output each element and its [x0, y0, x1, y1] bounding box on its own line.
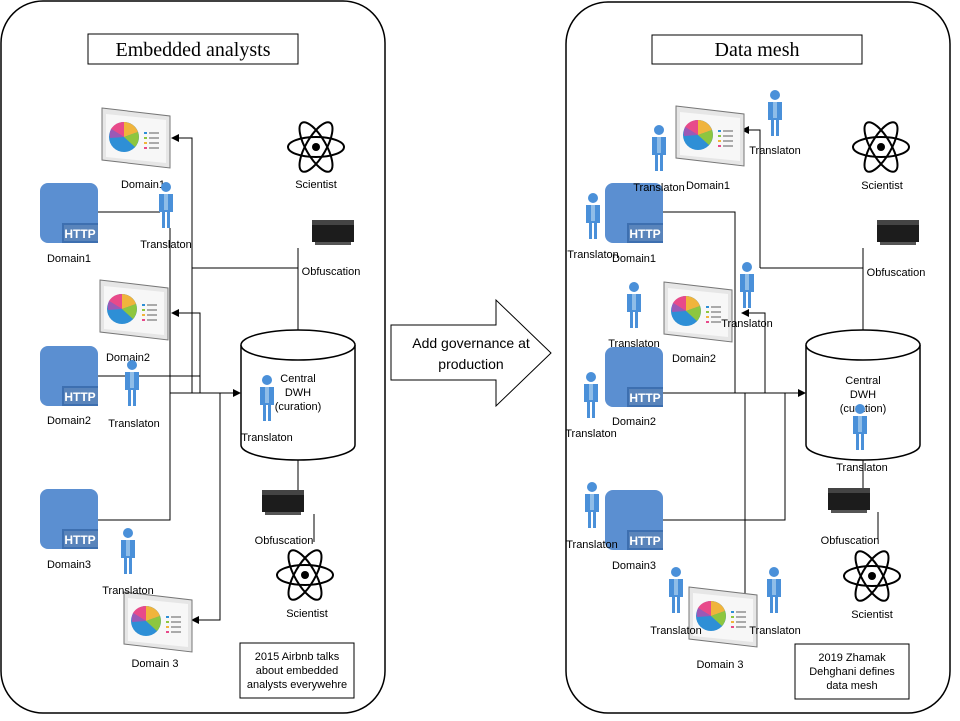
- right-note-line1: 2019 Zhamak: [818, 652, 886, 664]
- transition-label-line1: Add governance at: [412, 335, 530, 351]
- obfuscation-label: Obfuscation: [255, 535, 314, 547]
- obfuscation-box-icon: [828, 488, 870, 513]
- scientist-label: Scientist: [286, 608, 328, 620]
- translator-label: Translaton: [721, 318, 773, 330]
- translator-label: Translaton: [749, 625, 801, 637]
- translator-label: Translaton: [241, 432, 293, 444]
- report1-label: Domain1: [121, 179, 165, 191]
- left-panel: Embedded analysts Central DWH (curation)…: [0, 0, 386, 714]
- translator-label: Translaton: [140, 239, 192, 251]
- translator-label: Translaton: [608, 338, 660, 350]
- translator-label: Translaton: [108, 418, 160, 430]
- translator-label: Translaton: [566, 539, 618, 551]
- right-panel: Data mesh Central DWH (curation) HTTP Do…: [565, 1, 951, 714]
- report1-label: Domain1: [686, 180, 730, 192]
- domain3-label: Domain3: [612, 560, 656, 572]
- translator-label: Translaton: [836, 462, 888, 474]
- obfuscation-box-icon: [262, 490, 304, 515]
- http-domain1-icon: HTTP: [40, 183, 98, 243]
- transition-arrow: Add governance at production: [390, 298, 552, 408]
- report3-label: Domain 3: [131, 658, 178, 670]
- domain1-label: Domain1: [47, 253, 91, 265]
- http-text: HTTP: [64, 533, 95, 547]
- central-dwh: Central DWH (curation): [240, 329, 356, 461]
- http-text: HTTP: [64, 227, 95, 241]
- right-title-box: [651, 34, 863, 65]
- report-domain3-icon: [123, 591, 193, 653]
- http-domain3-icon: HTTP: [605, 490, 663, 550]
- http-domain2-icon: HTTP: [40, 346, 98, 406]
- translator-label: Translaton: [102, 585, 154, 597]
- transition-label-line2: production: [438, 356, 503, 372]
- translator-label: Translaton: [749, 145, 801, 157]
- domain2-label: Domain2: [47, 415, 91, 427]
- domain2-label: Domain2: [612, 416, 656, 428]
- dwh-label-line1: Central: [845, 375, 880, 387]
- right-note-line3: data mesh: [826, 680, 877, 692]
- translator-label: Translaton: [633, 182, 685, 194]
- translator-label: Translaton: [567, 249, 619, 261]
- report-domain2-icon: [99, 279, 169, 341]
- obfuscation-box-icon: [877, 220, 919, 245]
- obfuscation-label: Obfuscation: [867, 267, 926, 279]
- right-note-box: [794, 643, 910, 700]
- dwh-label-line3: (curation): [275, 401, 321, 413]
- http-text: HTTP: [629, 534, 660, 548]
- domain3-label: Domain3: [47, 559, 91, 571]
- dwh-label-line2: DWH: [285, 387, 311, 399]
- dwh-label-line2: DWH: [850, 389, 876, 401]
- domain1-label: Domain1: [612, 253, 656, 265]
- obfuscation-label: Obfuscation: [821, 535, 880, 547]
- report-domain1-icon: [101, 107, 171, 169]
- right-title: Data mesh: [715, 39, 800, 61]
- left-note-box: [239, 642, 355, 699]
- http-text: HTTP: [629, 391, 660, 405]
- scientist-label: Scientist: [861, 180, 903, 192]
- left-note-line1: 2015 Airbnb talks: [255, 651, 340, 663]
- left-note-line2: about embedded: [256, 665, 339, 677]
- left-title-box: [87, 33, 299, 65]
- translator-label: Translaton: [565, 428, 617, 440]
- http-text: HTTP: [629, 227, 660, 241]
- dwh-label-line1: Central: [280, 373, 315, 385]
- central-dwh: Central DWH (curation): [805, 329, 921, 461]
- obfuscation-box-icon: [312, 220, 354, 245]
- obfuscation-label: Obfuscation: [302, 266, 361, 278]
- left-note-line3: analysts everywehre: [247, 679, 347, 691]
- http-domain1-icon: HTTP: [605, 183, 663, 243]
- http-text: HTTP: [64, 390, 95, 404]
- left-title: Embedded analysts: [116, 39, 271, 61]
- right-note-line2: Dehghani defines: [809, 666, 895, 678]
- report-domain3-icon: [688, 586, 758, 648]
- scientist-label: Scientist: [295, 179, 337, 191]
- scientist-label: Scientist: [851, 609, 893, 621]
- http-domain2-icon: HTTP: [605, 347, 663, 407]
- report-domain2-icon: [663, 281, 733, 343]
- report2-label: Domain2: [106, 352, 150, 364]
- http-domain3-icon: HTTP: [40, 489, 98, 549]
- translator-label: Translaton: [650, 625, 702, 637]
- report-domain1-icon: [675, 105, 745, 167]
- report3-label: Domain 3: [696, 659, 743, 671]
- report2-label: Domain2: [672, 353, 716, 365]
